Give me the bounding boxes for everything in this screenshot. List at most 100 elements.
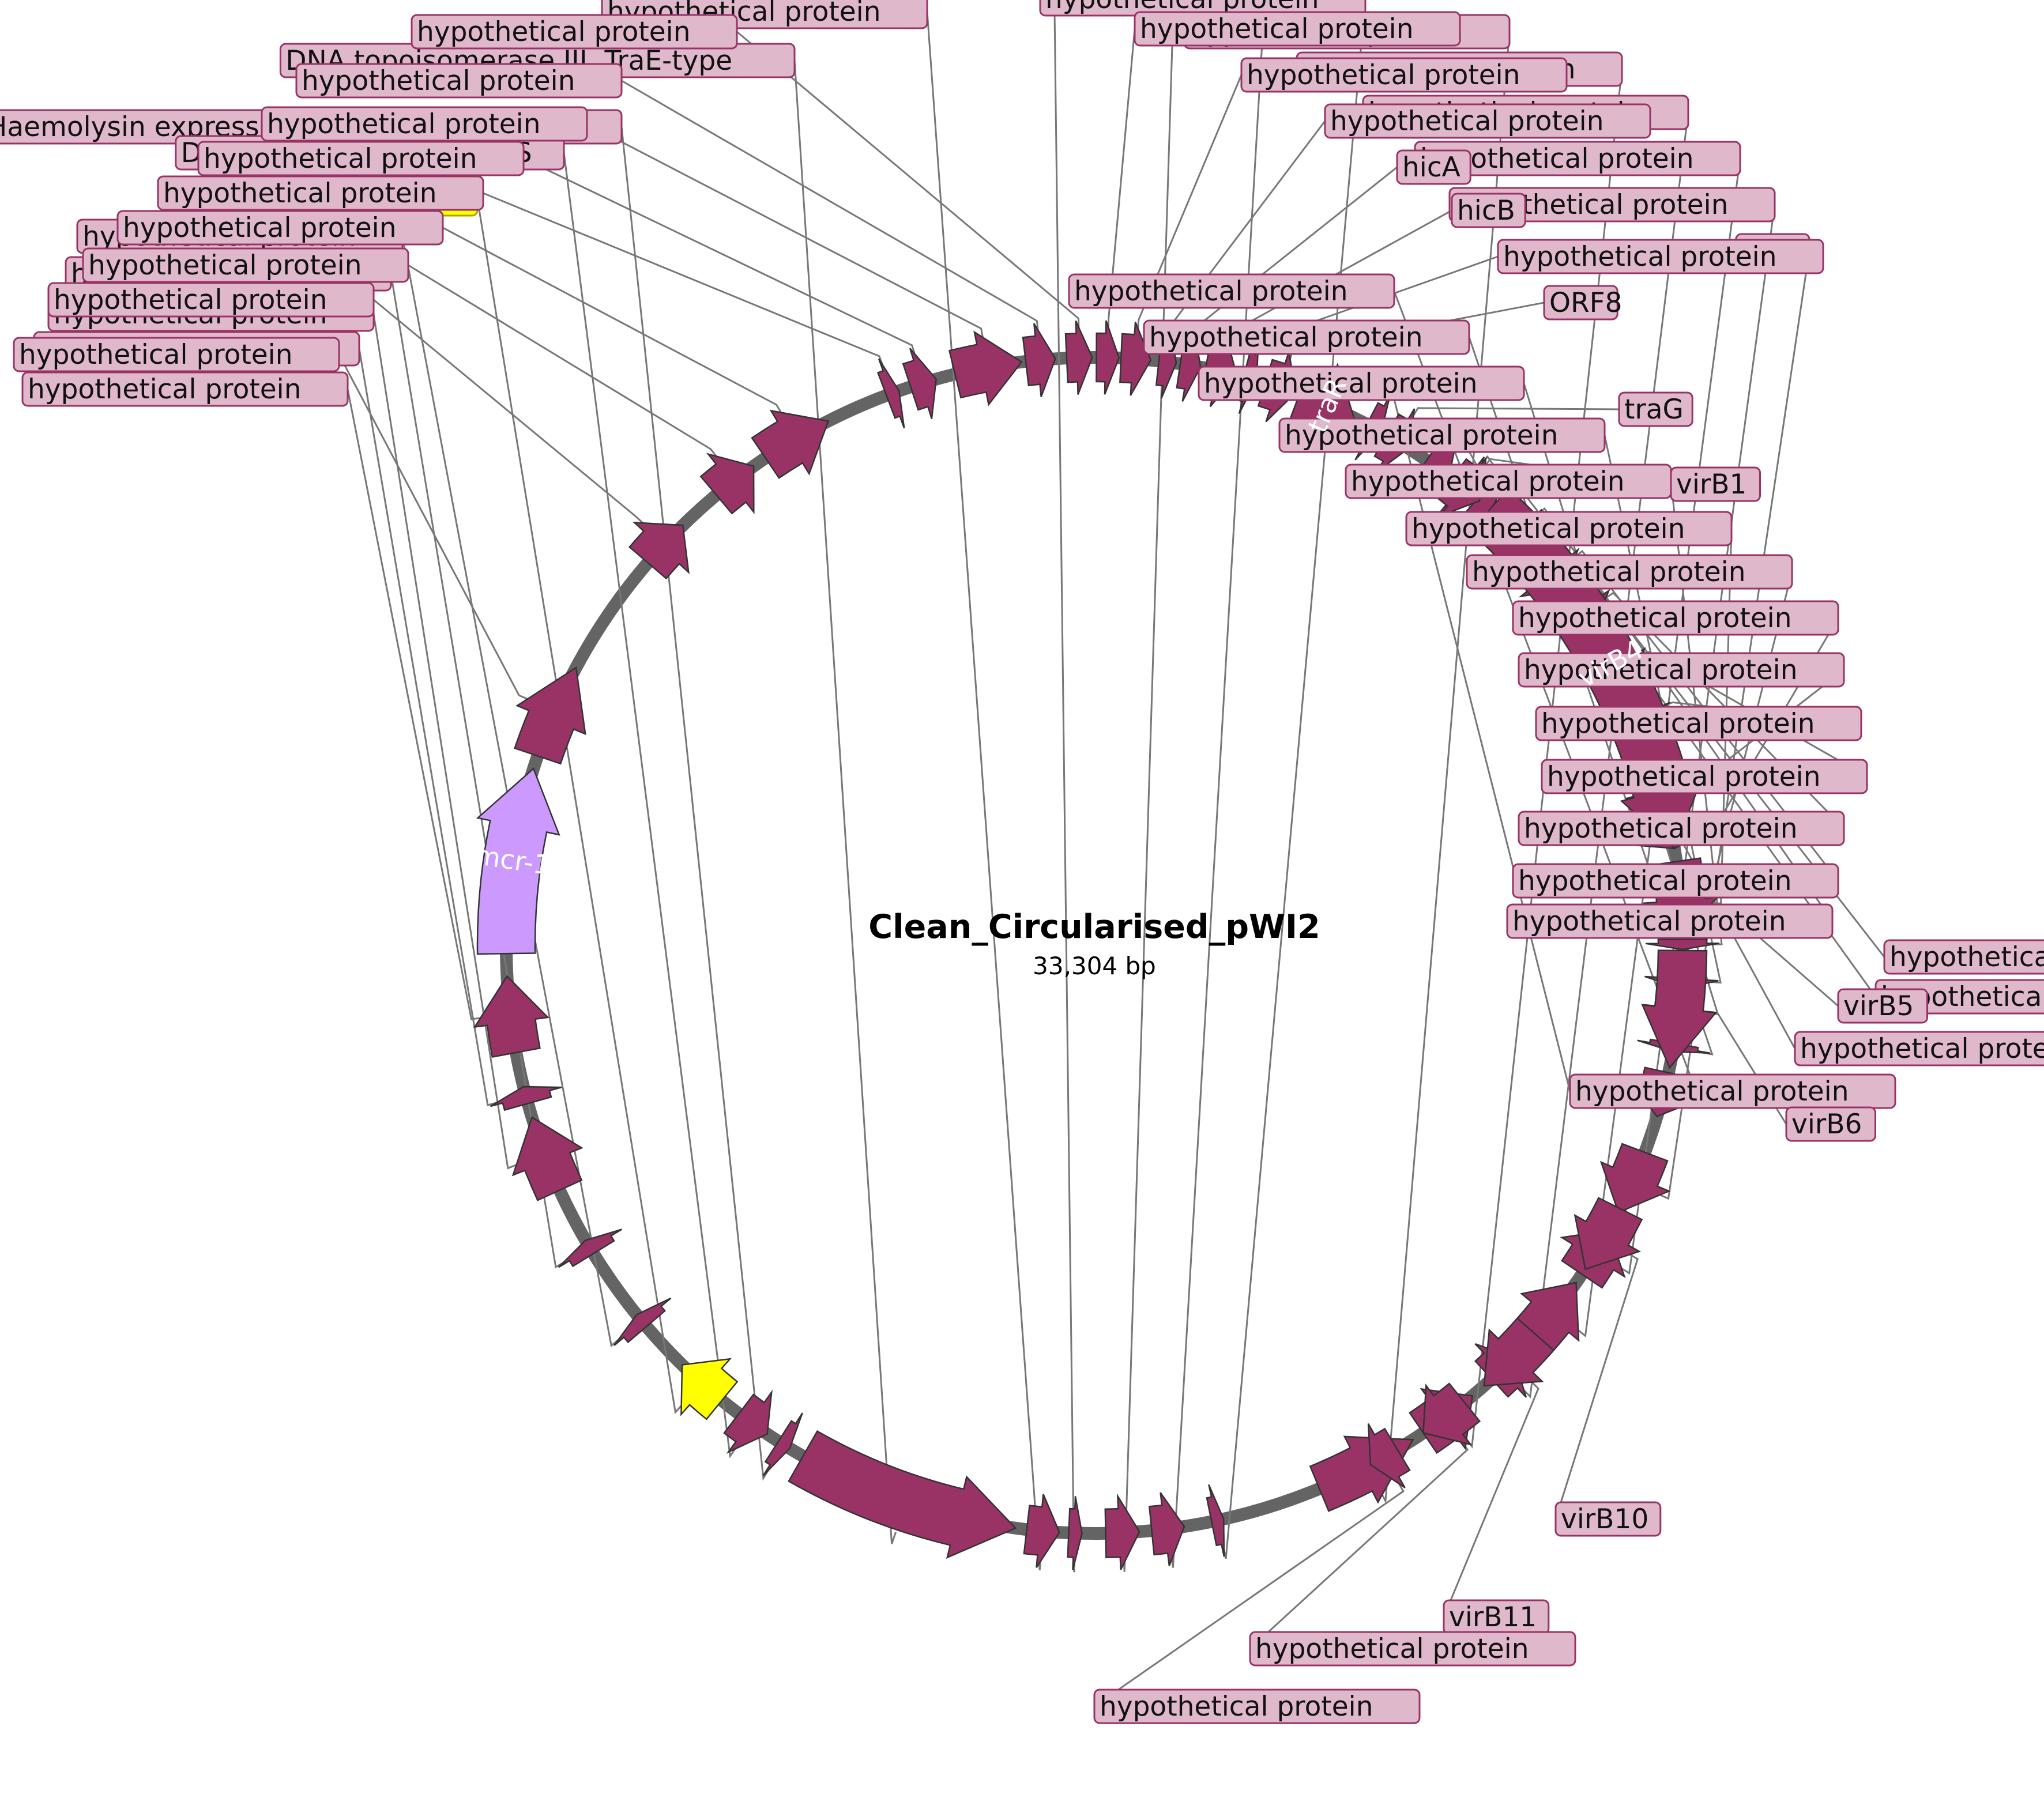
feature-label-box-59 bbox=[1837, 988, 1928, 1024]
feature-label-box-42 bbox=[116, 210, 444, 246]
feature-label-box-48 bbox=[1134, 11, 1461, 47]
feature-label-40: hypothetical protein bbox=[54, 284, 328, 316]
feature-label-53: hypothetical protein bbox=[1503, 241, 1777, 273]
feature-label-57: virB1 bbox=[1676, 469, 1746, 500]
feature-label-60: virB6 bbox=[1791, 1109, 1862, 1140]
feature-arrow-61 bbox=[1574, 1197, 1643, 1271]
feature-arrow-46 bbox=[1022, 323, 1056, 397]
feature-label-box-19 bbox=[1448, 187, 1776, 223]
feature-label-44: hypothetical protein bbox=[204, 143, 477, 175]
feature-arrow-30 bbox=[762, 1412, 803, 1476]
feature-arrow-49 bbox=[1119, 321, 1152, 396]
feature-label-box-1 bbox=[1794, 1031, 2044, 1066]
feature-label-13: hypothetical protein bbox=[1351, 466, 1625, 498]
feature-label-10: hypothetical protein bbox=[1518, 602, 1792, 634]
feature-arrow-37 bbox=[473, 975, 549, 1058]
feature-label-54: ORF8 bbox=[1549, 287, 1623, 319]
feature-label-50: hypothetical protein bbox=[1330, 105, 1604, 137]
feature-label-9: hypothetical protein bbox=[1524, 654, 1798, 686]
plasmid-title: Clean_Circularised_pWI2 bbox=[868, 908, 1320, 946]
feature-label-box-43 bbox=[157, 175, 484, 211]
feature-label-box-52 bbox=[1451, 193, 1526, 228]
feature-arrow-40 bbox=[628, 521, 690, 580]
feature-label-56: traG bbox=[1624, 394, 1684, 425]
feature-arrow-28 bbox=[1023, 1494, 1060, 1568]
feature-arrow-13 bbox=[1645, 938, 1720, 951]
feature-label-63: hypothetical protein bbox=[1255, 1633, 1529, 1665]
feature-label-4: hypothetical protein bbox=[1512, 906, 1786, 937]
feature-arrow-33 bbox=[613, 1297, 672, 1346]
feature-arrow-38 bbox=[476, 767, 560, 955]
feature-label-box-16 bbox=[1143, 319, 1470, 355]
feature-arrow-25 bbox=[1149, 1492, 1185, 1566]
feature-label-box-41 bbox=[82, 247, 409, 283]
feature-label-6: hypothetical protein bbox=[1524, 813, 1798, 845]
feature-arrow-27 bbox=[1067, 1496, 1083, 1570]
feature-label-box-11 bbox=[1466, 554, 1793, 590]
feature-label-14: hypothetical protein bbox=[1285, 420, 1559, 451]
feature-label-box-37 bbox=[21, 371, 349, 407]
feature-arrow-64 bbox=[1367, 1423, 1411, 1488]
feature-label-box-5 bbox=[1512, 863, 1839, 899]
feature-label-43: hypothetical protein bbox=[163, 178, 437, 209]
feature-label-box-3 bbox=[1883, 939, 2044, 975]
feature-label-5: hypothetical protein bbox=[1518, 865, 1792, 897]
feature-label-box-45 bbox=[261, 106, 588, 142]
feature-arrow-35 bbox=[511, 1116, 584, 1201]
feature-label-box-40 bbox=[47, 282, 375, 318]
leader-line-29 bbox=[793, 60, 897, 1544]
feature-label-48: hypothetical protein bbox=[1140, 13, 1414, 45]
feature-label-box-50 bbox=[1324, 103, 1651, 139]
feature-arrow-43 bbox=[876, 358, 905, 429]
feature-label-64: hypothetical protein bbox=[1100, 1691, 1373, 1723]
feature-arrow-48 bbox=[1096, 320, 1120, 395]
feature-label-box-44 bbox=[197, 141, 525, 176]
feature-label-61: virB10 bbox=[1561, 1503, 1648, 1535]
feature-arrow-42 bbox=[751, 409, 830, 479]
feature-arrow-44 bbox=[902, 348, 938, 419]
feature-arrow-62 bbox=[1483, 1317, 1555, 1387]
feature-label-box-64 bbox=[1093, 1689, 1421, 1724]
feature-arrow-60 bbox=[1641, 949, 1718, 1069]
feature-label-15: hypothetical protein bbox=[1204, 368, 1478, 399]
feature-label-box-46 bbox=[295, 63, 623, 99]
feature-arrow-24 bbox=[1206, 1484, 1225, 1557]
feature-label-box-4 bbox=[1506, 903, 1834, 939]
feature-label-0: hypothetical protein bbox=[1575, 1076, 1849, 1107]
feature-label-box-17 bbox=[1068, 273, 1395, 309]
feature-label-box-49 bbox=[1240, 57, 1568, 93]
feature-arrow-41 bbox=[699, 453, 755, 515]
feature-label-box-51 bbox=[1396, 149, 1471, 185]
feature-label-8: hypothetical protein bbox=[1541, 708, 1815, 740]
feature-label-box-53 bbox=[1497, 239, 1824, 274]
feature-arrow-29 bbox=[788, 1430, 1017, 1559]
feature-label-box-39 bbox=[13, 337, 340, 372]
feature-arrow-32 bbox=[680, 1358, 739, 1420]
feature-label-59: virB5 bbox=[1843, 990, 1914, 1022]
feature-arrow-45 bbox=[948, 330, 1023, 406]
feature-label-49: hypothetical protein bbox=[1247, 59, 1520, 91]
feature-label-42: hypothetical protein bbox=[123, 212, 397, 244]
feature-arrow-39 bbox=[514, 666, 586, 765]
feature-label-17: hypothetical protein bbox=[1074, 276, 1348, 307]
feature-label-box-7 bbox=[1541, 759, 1868, 794]
feature-label-16: hypothetical protein bbox=[1149, 322, 1423, 353]
feature-label-7: hypothetical protein bbox=[1547, 761, 1821, 793]
feature-arrow-63 bbox=[1422, 1382, 1481, 1446]
feature-label-box-56 bbox=[1618, 391, 1693, 427]
feature-label-box-63 bbox=[1249, 1631, 1576, 1667]
feature-label-46: hypothetical protein bbox=[302, 65, 575, 97]
feature-label-box-14 bbox=[1278, 417, 1606, 453]
feature-label-box-8 bbox=[1535, 706, 1862, 741]
feature-label-box-6 bbox=[1518, 811, 1845, 846]
feature-arrow-26 bbox=[1104, 1493, 1140, 1570]
feature-label-41: hypothetical protein bbox=[88, 250, 362, 281]
feature-label-box-60 bbox=[1785, 1106, 1876, 1142]
feature-label-box-12 bbox=[1405, 511, 1733, 547]
feature-label-62: virB11 bbox=[1449, 1601, 1537, 1633]
feature-label-box-47 bbox=[411, 14, 738, 50]
feature-label-3: hypothetical protein bbox=[1889, 941, 2044, 973]
feature-label-box-9 bbox=[1518, 652, 1845, 688]
